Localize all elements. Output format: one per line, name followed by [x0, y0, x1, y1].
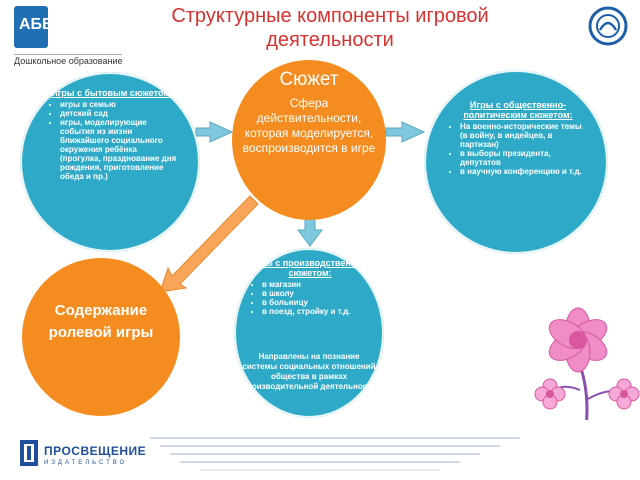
list-item: игры, моделирующие события из жизни ближ… [60, 118, 178, 181]
publisher-logo-icon [20, 440, 38, 466]
household-plot-circle [20, 72, 200, 252]
emblem-icon [588, 6, 628, 46]
plot-title: Сюжет [279, 69, 339, 90]
title-line-1: Структурные компоненты игровой [171, 5, 489, 27]
publisher-name: ПРОСВЕЩЕНИЕ [44, 444, 147, 458]
list-item: в школу [262, 289, 372, 298]
title-line-2: деятельности [266, 29, 394, 51]
production-plot-circle [234, 248, 384, 418]
arrow-to-right [385, 121, 426, 143]
political-plot-content: Игры с общественно-политическим сюжетом:… [446, 100, 590, 176]
political-plot-title: Игры с общественно-политическим сюжетом: [463, 100, 573, 120]
list-item: детский сад [60, 109, 178, 118]
role-play-content-circle [22, 258, 180, 416]
list-item: На военно-исторические темы (в войну, в … [460, 122, 590, 149]
production-plot-content: Игры с производственным сюжетом: в магаз… [248, 258, 372, 316]
publisher-subtitle: ИЗДАТЕЛЬСТВО [44, 460, 128, 466]
list-item: в выборы президента, депутатов [460, 149, 590, 167]
logo-caption: Дошкольное образование [14, 54, 123, 66]
plot-description: Сфера действительности, которая моделиру… [242, 96, 376, 155]
list-item: в научную конференцию и т.д. [460, 167, 590, 176]
plot-center-circle [232, 60, 386, 220]
list-item: игры в семью [60, 100, 178, 109]
list-item: в больницу [262, 298, 372, 307]
production-plot-list: в магазин в школу в больницу в поезд, ст… [248, 280, 372, 316]
household-plot-title: Игры с бытовым сюжетом: [51, 88, 173, 98]
household-plot-list: игры в семью детский сад игры, моделирую… [46, 100, 178, 181]
logo-text: АБВ [19, 16, 54, 33]
political-plot-circle [424, 70, 608, 254]
abv-logo: АБВ Дошкольное образование [14, 6, 123, 66]
logo-mark [14, 6, 48, 48]
political-plot-list: На военно-исторические темы (в войну, в … [446, 122, 590, 176]
arrow-to-left [195, 121, 234, 143]
role-play-content-label: Содержание ролевой игры [48, 302, 154, 341]
production-plot-note: Направлены на познание системы социальны… [242, 352, 376, 391]
flower-decoration-icon [534, 307, 640, 429]
list-item: в поезд, стройку и т.д. [262, 307, 372, 316]
list-item: в магазин [262, 280, 372, 289]
production-plot-title: Игры с производственным сюжетом: [249, 258, 371, 278]
page-title: Структурные компоненты игровой деятельно… [150, 4, 510, 52]
household-plot-content: Игры с бытовым сюжетом: игры в семью дет… [46, 88, 178, 181]
footer-ornament [0, 420, 640, 480]
